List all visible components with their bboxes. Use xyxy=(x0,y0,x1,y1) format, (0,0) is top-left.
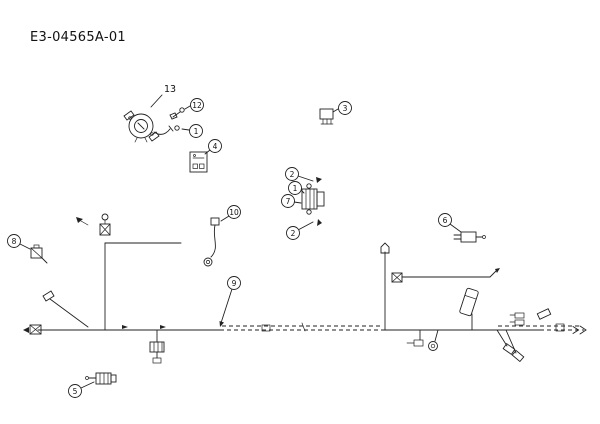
svg-text:2: 2 xyxy=(291,229,296,238)
callout-2-bottom: 2 xyxy=(286,221,314,240)
ignition-switch-drawing xyxy=(123,110,160,143)
svg-text:2: 2 xyxy=(290,170,295,179)
solenoid-drawing xyxy=(301,177,325,226)
key-connector-drawing xyxy=(169,107,185,120)
relay-3-drawing xyxy=(319,108,334,125)
connector-8-drawing xyxy=(30,244,48,264)
svg-text:4: 4 xyxy=(213,142,218,151)
callout-1-switch: 1 xyxy=(181,124,203,138)
diagram-title: E3-04565A-01 xyxy=(30,30,126,45)
callout-9: 9 xyxy=(219,276,241,327)
svg-text:1: 1 xyxy=(293,184,298,193)
callout-1-solenoid: 1 xyxy=(288,181,305,195)
svg-text:8: 8 xyxy=(12,237,17,246)
part-label-13: 13 xyxy=(150,84,176,108)
callout-4: 4 xyxy=(204,139,222,155)
svg-text:5: 5 xyxy=(73,387,78,396)
svg-text:9: 9 xyxy=(232,279,237,288)
callout-8: 8 xyxy=(7,234,31,250)
main-harness-drawing xyxy=(23,213,587,364)
callout-12: 12 xyxy=(184,98,204,112)
relay-drawing xyxy=(189,151,208,173)
callout-10: 10 xyxy=(220,205,241,222)
svg-text:12: 12 xyxy=(192,101,202,110)
svg-text:6: 6 xyxy=(443,216,448,225)
callout-6: 6 xyxy=(438,213,462,233)
svg-text:3: 3 xyxy=(343,104,348,113)
callout-2-top: 2 xyxy=(285,167,314,182)
connector-5-drawing xyxy=(85,372,117,385)
svg-text:13: 13 xyxy=(164,84,176,95)
connector-6-drawing xyxy=(453,231,486,243)
callout-7: 7 xyxy=(281,194,302,208)
switch-terminal-drawing xyxy=(153,125,180,135)
callout-5: 5 xyxy=(68,381,95,398)
ring-terminal-wire-drawing xyxy=(203,217,220,267)
callout-3: 3 xyxy=(332,101,352,115)
svg-text:1: 1 xyxy=(194,127,199,136)
svg-text:10: 10 xyxy=(229,208,239,217)
svg-text:7: 7 xyxy=(286,197,291,206)
